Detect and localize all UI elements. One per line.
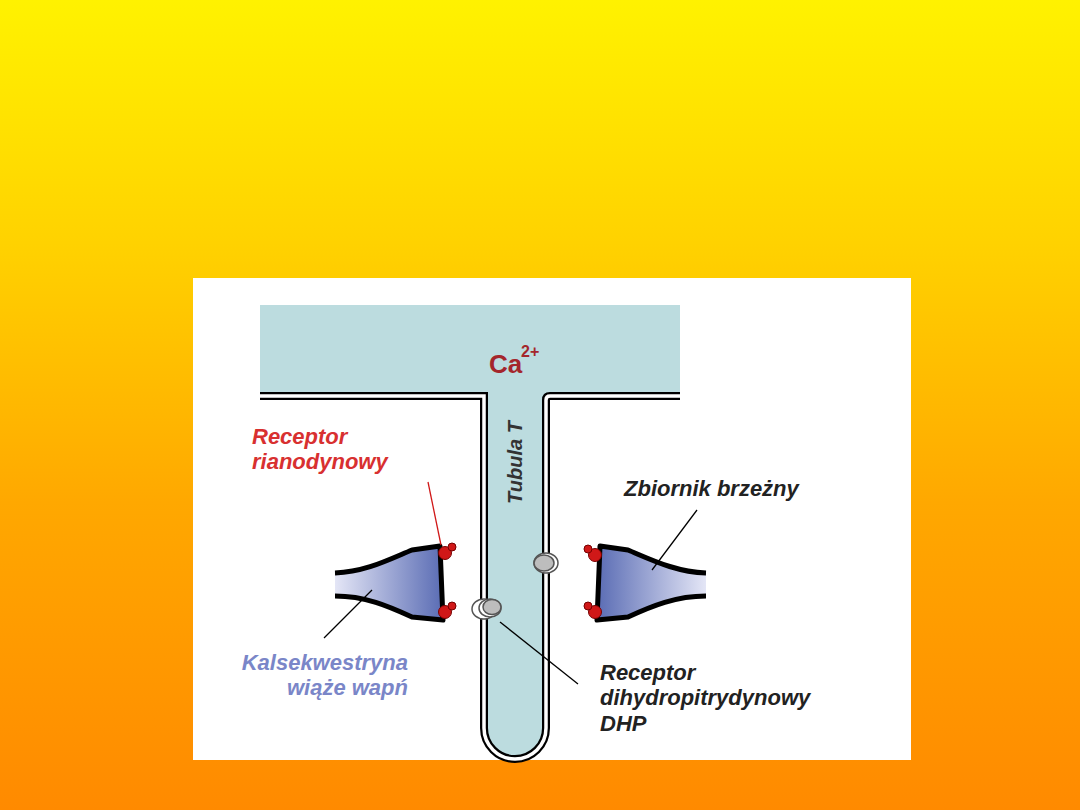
- terminal-cistern-right: [597, 546, 706, 620]
- terminal-cistern-left: [335, 546, 443, 620]
- ion-charge: 2+: [521, 343, 539, 361]
- t-tubule-lumen: [487, 392, 543, 756]
- white-panel: [193, 278, 911, 760]
- tubule-label: Tubula T: [504, 421, 527, 504]
- ryanodine-receptors: [439, 543, 602, 619]
- cistern-label: Zbiornik brzeżny: [624, 476, 799, 501]
- dhp-receptors: [472, 553, 558, 619]
- calsequestrin-label: Kalsekwestryna wiąże wapń: [193, 650, 408, 701]
- extracellular-space: [260, 305, 680, 397]
- dhp-label: Receptor dihydropitrydynowy DHP: [600, 660, 850, 736]
- receptor-label: Receptor rianodynowy: [252, 424, 442, 475]
- ion-symbol: Ca: [489, 350, 522, 380]
